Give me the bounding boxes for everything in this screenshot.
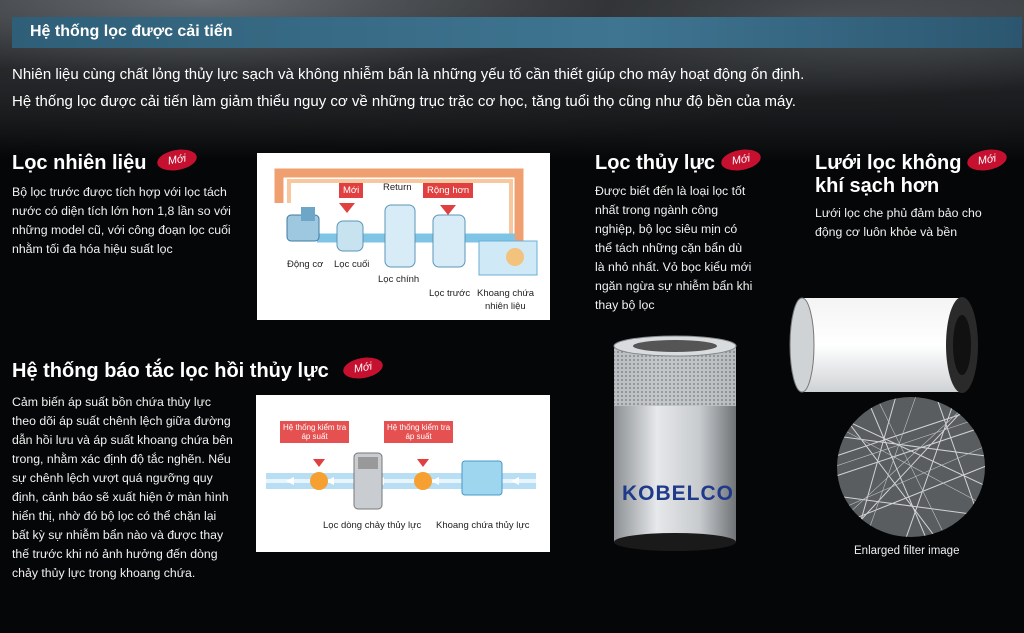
pressure-sensor-label-1: Hệ thống kiểm tra áp suất bbox=[280, 421, 350, 443]
enlarged-filter-mesh-image bbox=[836, 396, 986, 538]
text-line: định, cảnh báo sẽ xuất hiện ở màn hình bbox=[12, 490, 229, 504]
kobelco-logo: KOBELCO bbox=[622, 482, 734, 505]
return-filter-title: Hệ thống báo tắc lọc hồi thủy lực bbox=[12, 360, 329, 382]
return-filter-label: Lọc dòng chảy thủy lực bbox=[323, 520, 422, 531]
text-line: nhằm tối đa hóa hiệu suất lọc bbox=[12, 242, 173, 256]
pre-filter-label: Lọc trước bbox=[429, 288, 471, 299]
label-line: Hệ thống kiểm tra bbox=[283, 423, 347, 432]
text-line: là nhỏ nhất. Vỏ bọc kiểu mới bbox=[595, 260, 752, 274]
text-line: nhất trong ngành công bbox=[595, 203, 719, 217]
enlarged-filter-caption: Enlarged filter image bbox=[854, 545, 960, 557]
fuel-filter-description: Bộ lọc trước được tích hợp với lọc tách … bbox=[12, 183, 231, 259]
text-line: nước có diện tích lớn hơn 1,8 lần so với bbox=[12, 204, 231, 218]
air-filter-image bbox=[788, 290, 980, 400]
intro-line-2: Hệ thống lọc được cải tiến làm giảm thiể… bbox=[12, 93, 796, 110]
label-line: Hệ thống kiểm tra bbox=[387, 423, 451, 432]
new-label: Mới bbox=[339, 183, 364, 198]
section-title: Hệ thống lọc được cải tiến bbox=[30, 23, 233, 40]
section-header: Hệ thống lọc được cải tiến bbox=[12, 17, 1022, 48]
air-filter-description: Lưới lọc che phủ đảm bảo cho động cơ luô… bbox=[815, 204, 982, 242]
pressure-sensor-label-2: Hệ thống kiểm tra áp suất bbox=[384, 421, 454, 443]
text-line: chảy thủy lực trong khoang chứa. bbox=[12, 566, 196, 580]
hydraulic-filter-title: Lọc thủy lực bbox=[595, 152, 716, 174]
final-filter-label: Lọc cuối bbox=[334, 259, 370, 270]
text-line: Lưới lọc che phủ đảm bảo cho bbox=[815, 206, 982, 220]
hydraulic-filter-image: KOBELCO bbox=[612, 334, 738, 554]
hydraulic-filter-description: Được biết đến là loại lọc tốt nhất trong… bbox=[595, 182, 752, 315]
text-line: Bộ lọc trước được tích hợp với lọc tách bbox=[12, 185, 227, 199]
text-line: sự chênh lệch vượt quá ngưỡng quy bbox=[12, 471, 213, 485]
text-line: Được biết đến là loại lọc tốt bbox=[595, 184, 746, 198]
main-filter-label: Lọc chính bbox=[378, 274, 420, 285]
text-line: trong, nhằm xác định độ tắc nghẽn. Nếu bbox=[12, 452, 231, 466]
title-line: Lưới lọc không bbox=[815, 152, 962, 174]
air-filter-title: Lưới lọc không khí sạch hơn bbox=[815, 152, 961, 198]
engine-label: Động cơ bbox=[287, 259, 324, 270]
text-line: nghiệp, bộ lọc siêu mịn có bbox=[595, 222, 738, 236]
text-line: thay bộ lọc bbox=[595, 298, 655, 312]
fuel-system-illustration bbox=[274, 168, 538, 276]
return-filter-diagram: Hệ thống kiểm tra áp suất Hệ thống kiểm … bbox=[256, 395, 550, 552]
fuel-filter-title: Lọc nhiên liệu bbox=[12, 152, 147, 174]
fuel-tank-label-1: Khoang chứa bbox=[477, 288, 535, 299]
fuel-filter-diagram: Mới Return Rộng hơn Động cơ Lọc cuối Lọc… bbox=[257, 153, 550, 320]
hydraulic-tank-label: Khoang chứa thủy lực bbox=[436, 520, 530, 531]
fuel-tank-label-2: nhiên liệu bbox=[485, 301, 526, 312]
return-label: Return bbox=[383, 182, 412, 193]
text-line: thế trước khi nó ảnh hưởng đến dòng bbox=[12, 547, 218, 561]
text-line: những model cũ, với công đoạn lọc cuối bbox=[12, 223, 231, 237]
text-line: theo dõi áp suất chênh lệch giữa đường bbox=[12, 414, 231, 428]
wider-label: Rộng hơn bbox=[423, 183, 474, 198]
text-line: dẫn hồi lưu và áp suất khoang chứa bên bbox=[12, 433, 233, 447]
text-line: bất kỳ sự nhiễm bẩn nào và được thay bbox=[12, 528, 224, 542]
label-line: áp suất bbox=[301, 432, 328, 441]
text-line: ngăn ngừa sự nhiễm bẩn khi bbox=[595, 279, 753, 293]
label-line: áp suất bbox=[405, 432, 432, 441]
text-line: thể tách những cặn bẩn dù bbox=[595, 241, 743, 255]
return-filter-description: Cảm biến áp suất bồn chứa thủy lực theo … bbox=[12, 393, 233, 583]
title-line: khí sạch hơn bbox=[815, 175, 940, 197]
text-line: hiển thị, nhờ đó bộ lọc có thể chặn lại bbox=[12, 509, 217, 523]
intro-line-1: Nhiên liệu cùng chất lỏng thủy lực sạch … bbox=[12, 66, 805, 83]
text-line: Cảm biến áp suất bồn chứa thủy lực bbox=[12, 395, 211, 409]
text-line: động cơ luôn khỏe và bền bbox=[815, 225, 958, 239]
new-badge: Mới bbox=[341, 354, 385, 382]
hydraulic-return-illustration bbox=[266, 452, 536, 510]
